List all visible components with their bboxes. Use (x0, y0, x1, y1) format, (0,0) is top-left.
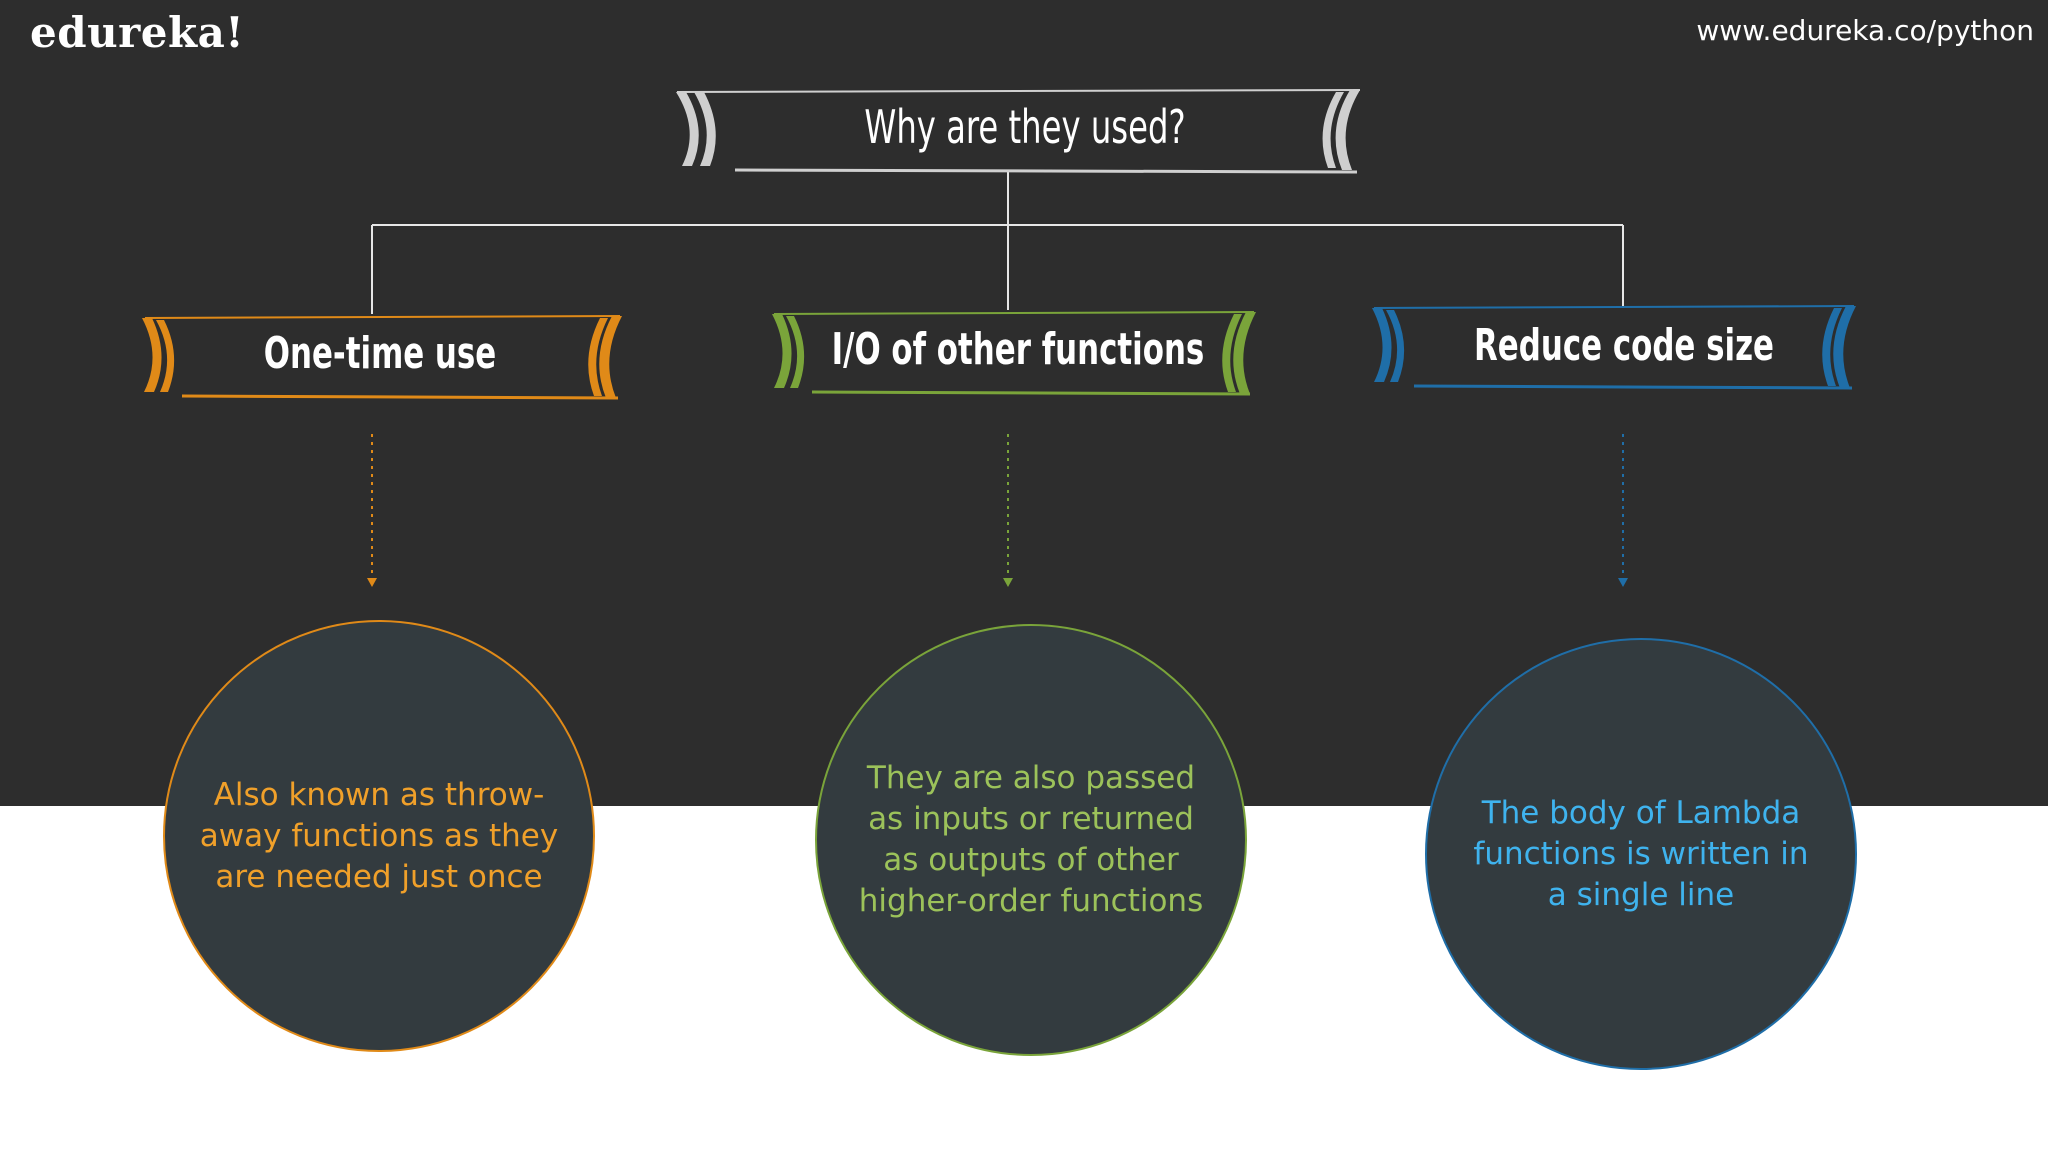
description-text-io-functions: They are also passed as inputs or return… (858, 760, 1204, 919)
website-url: www.edureka.co/python (1696, 14, 2034, 47)
description-text-reduce-code-size: The body of Lambda functions is written … (1473, 794, 1809, 913)
category-label-reduce-code-size: Reduce code size (1474, 320, 1774, 371)
banner-io-functions (772, 311, 1256, 396)
dotted-arrow-blue (1618, 434, 1628, 587)
description-circle-io-functions: They are also passed as inputs or return… (815, 624, 1247, 1056)
diagram-title: Why are they used? (864, 100, 1186, 154)
dotted-arrow-orange (367, 434, 377, 587)
title-banner (676, 89, 1361, 174)
description-circle-one-time-use: Also known as throw- away functions as t… (163, 620, 595, 1052)
tree-connectors (371, 172, 1624, 314)
title-right-bracket (1335, 90, 1360, 170)
category-label-io-functions: I/O of other functions (831, 324, 1205, 375)
dotted-arrow-green (1003, 434, 1013, 587)
banner-one-time-use (142, 315, 622, 400)
description-circle-reduce-code-size: The body of Lambda functions is written … (1425, 638, 1857, 1070)
category-label-one-time-use: One-time use (263, 328, 497, 379)
description-text-one-time-use: Also known as throw- away functions as t… (199, 776, 559, 895)
title-left-bracket (676, 92, 699, 166)
banner-reduce-code-size (1372, 305, 1856, 390)
edureka-logo: edureka! (30, 8, 245, 57)
